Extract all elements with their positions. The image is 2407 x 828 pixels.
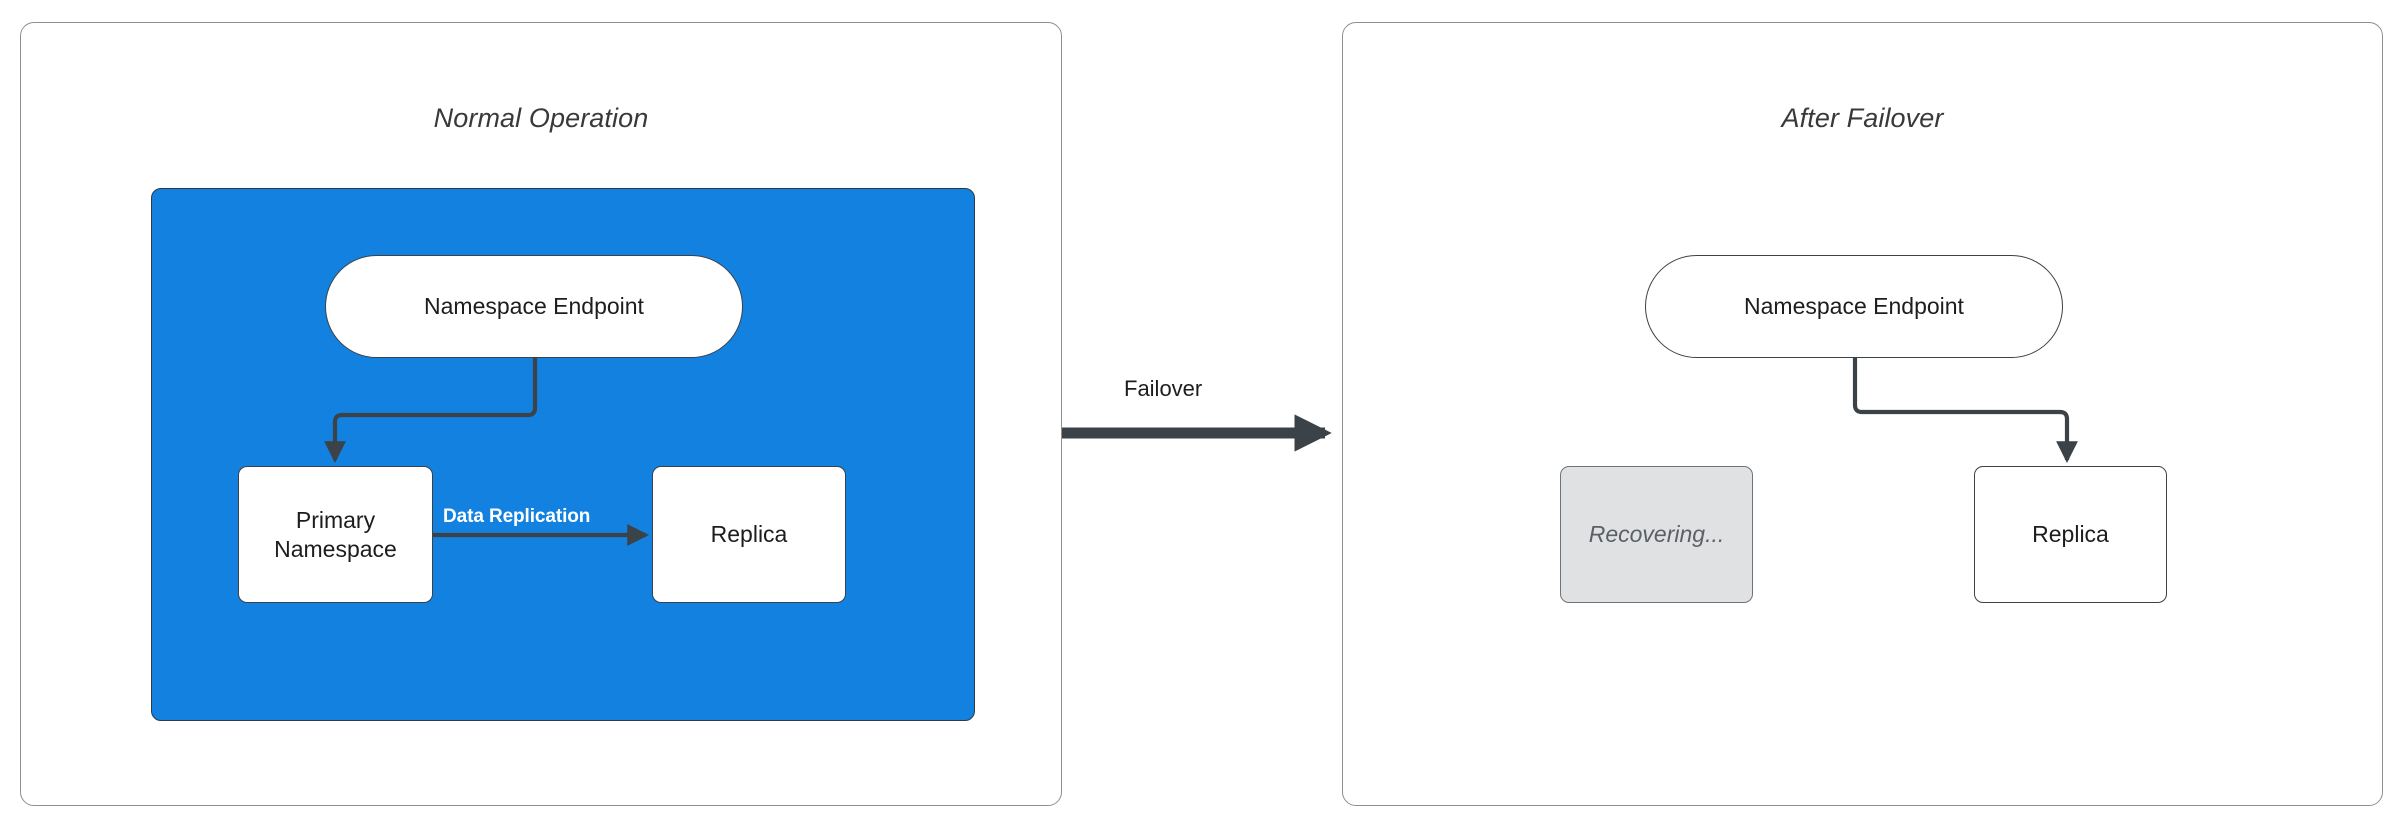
panel-normal-operation: Normal Operation	[20, 22, 1062, 806]
node-recovering[interactable]: Recovering...	[1560, 466, 1753, 603]
node-namespace-endpoint-failover[interactable]: Namespace Endpoint	[1645, 255, 2063, 358]
node-label-line1: Primary	[295, 506, 376, 533]
node-primary-namespace[interactable]: Primary Namespace	[238, 466, 433, 603]
node-label: Replica	[2032, 521, 2109, 548]
node-label: Namespace Endpoint	[1744, 293, 1964, 320]
node-label-line2: Namespace	[274, 535, 397, 562]
node-label: Recovering...	[1588, 521, 1725, 548]
panel-title-after-failover: After Failover	[1781, 103, 1944, 133]
node-replica-normal[interactable]: Replica	[652, 466, 846, 603]
node-label: Replica	[710, 521, 788, 548]
node-replica-failover[interactable]: Replica	[1974, 466, 2167, 603]
edge-label-data-replication: Data Replication	[443, 506, 591, 527]
panel-after-failover: After Failover	[1342, 22, 2383, 806]
node-namespace-endpoint-normal[interactable]: Namespace Endpoint	[325, 255, 743, 358]
edge-label-failover: Failover	[1124, 376, 1203, 401]
panel-title-normal-operation: Normal Operation	[433, 103, 649, 133]
node-label: Primary Namespace	[264, 506, 407, 563]
node-label: Namespace Endpoint	[424, 293, 644, 320]
